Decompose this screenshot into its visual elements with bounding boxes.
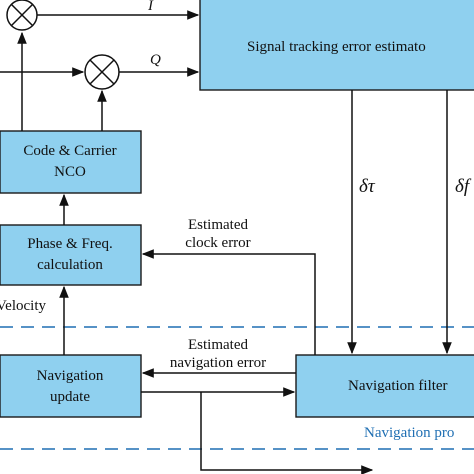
code-carrier-label-line1: Code & Carrier	[23, 143, 116, 159]
navigation-filter-block	[295, 354, 474, 418]
phase-freq-block	[0, 224, 142, 286]
phase-freq-label-line2: calculation	[37, 257, 103, 273]
mixer-i-icon	[6, 0, 38, 31]
navigation-region-label: Navigation pro	[364, 425, 454, 441]
navigation-error-label-line2: navigation error	[170, 355, 266, 371]
output-down-path	[200, 392, 374, 474]
navigation-update-block	[0, 354, 142, 418]
i-signal-label: I	[147, 0, 154, 14]
delta-tau-label: δτ	[359, 176, 376, 197]
clock-error-label-line2: clock error	[185, 235, 250, 251]
navigation-update-label-line1: Navigation	[37, 368, 104, 384]
signal-tracking-block	[199, 0, 474, 91]
signal-tracking-label: Signal tracking error estimato	[247, 39, 426, 55]
velocity-label: Velocity	[0, 298, 46, 314]
navigation-update-label-line2: update	[50, 389, 90, 405]
code-carrier-nco-block	[0, 130, 142, 194]
delta-f-label: δf	[455, 176, 472, 197]
navigation-error-label-line1: Estimated	[188, 337, 248, 353]
mixer-q-icon	[84, 54, 120, 90]
phase-freq-label-line1: Phase & Freq.	[27, 236, 112, 252]
code-carrier-label-line2: NCO	[54, 164, 86, 180]
clock-error-path	[141, 249, 316, 355]
q-signal-label: Q	[150, 52, 161, 68]
navigation-filter-label: Navigation filter	[348, 378, 448, 394]
clock-error-label-line1: Estimated	[188, 217, 248, 233]
